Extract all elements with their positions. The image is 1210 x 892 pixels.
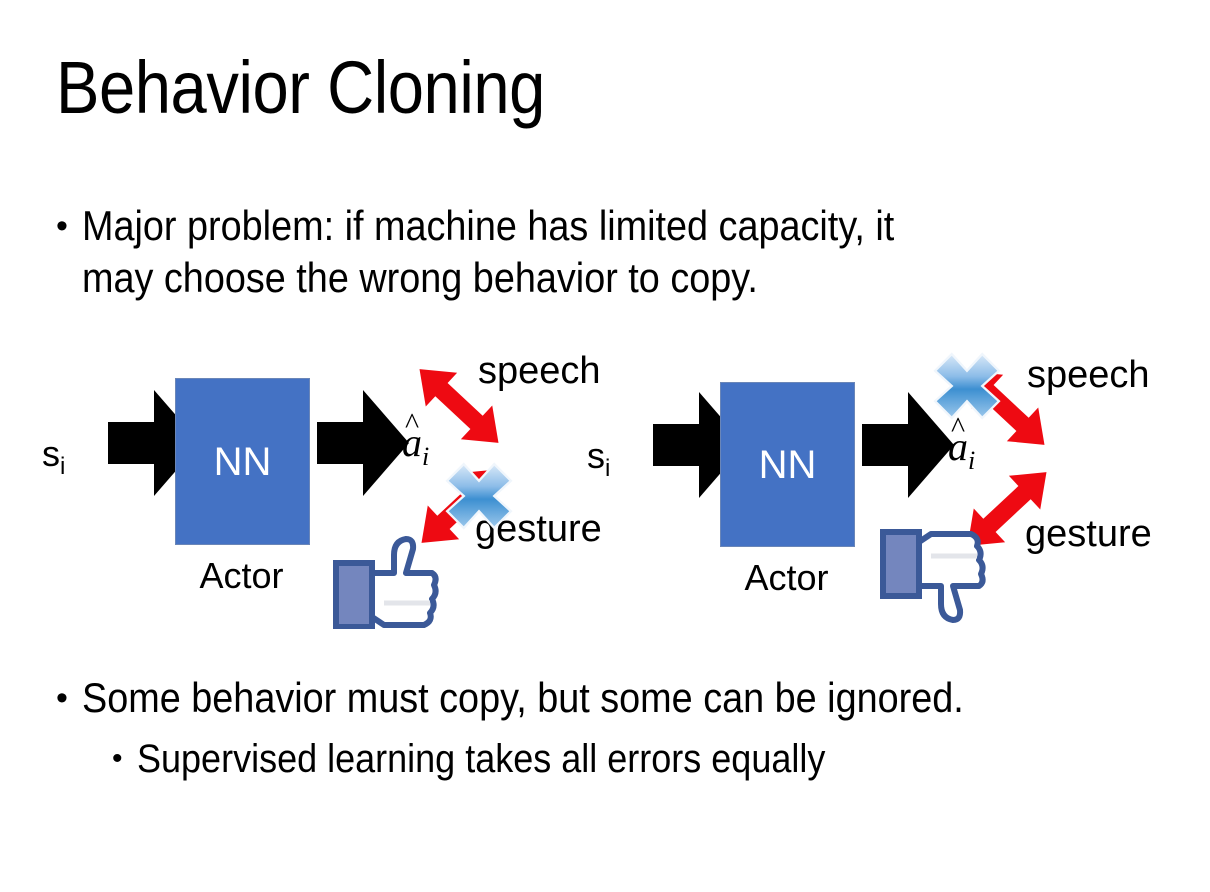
nn-box-right: NN [720,382,855,547]
diagram-right: si NN Actor ^ a i speec [565,340,1185,640]
hat-accent-icon: ^ [404,407,420,440]
action-symbol: a [948,424,968,469]
page-title: Behavior Cloning [56,46,545,129]
output-block-arrow-icon [317,390,409,496]
bullet-bottom-level1-text: Some behavior must copy, but some can be… [81,674,964,721]
action-label-left: ^ a i [402,407,429,470]
action-subscript: i [422,442,430,471]
action-label-right: ^ a i [948,411,975,474]
state-label-right: si [587,435,610,481]
state-symbol: s [587,435,605,476]
blue-cross-speech-icon [933,352,1001,420]
bullet-top: • Major problem: if machine has limited … [56,200,1156,304]
action-symbol: a [402,420,422,465]
nn-label: NN [758,442,817,487]
diagram-left: si NN Actor ^ a i speec [20,340,620,640]
branch-label-speech-left: speech [478,350,601,392]
bullet-top-text: Major problem: if machine has limited ca… [81,202,895,301]
state-label-left: si [42,433,65,479]
red-double-arrow-speech-icon [419,369,499,443]
bullet-bottom-level2: • Supervised learning takes all errors e… [112,733,1192,785]
state-symbol: s [42,433,60,474]
thumbs-down-icon [880,529,986,623]
actor-caption-left: Actor [199,555,284,596]
nn-label: NN [213,439,272,484]
thumbs-up-icon [333,536,439,629]
bullet-marker-icon: • [112,742,123,775]
blue-cross-gesture-icon [445,462,513,530]
hat-accent-icon: ^ [950,411,966,444]
state-subscript: i [605,455,611,483]
bullet-marker-icon: • [56,207,68,245]
actor-caption-right: Actor [744,557,829,598]
bullet-marker-icon: • [56,679,68,717]
branch-label-speech-right: speech [1027,354,1150,396]
state-subscript: i [60,453,66,481]
bullet-bottom-level2-text: Supervised learning takes all errors equ… [136,737,825,781]
bullet-bottom-level1: • Some behavior must copy, but some can … [56,672,1176,724]
action-subscript: i [968,446,976,475]
nn-box-left: NN [175,378,310,545]
branch-label-gesture-right: gesture [1025,513,1152,555]
red-double-arrow-gesture-icon [967,472,1047,546]
output-block-arrow-icon [862,392,954,498]
